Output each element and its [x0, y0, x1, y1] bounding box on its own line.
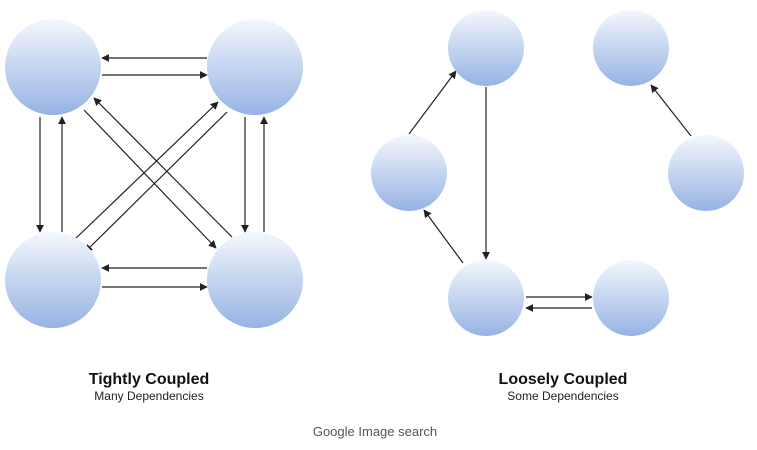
edge-tl-to-br: [83, 109, 217, 249]
loosely-coupled-diagram: Loosely Coupled Some Dependencies: [371, 10, 744, 403]
edge-tr-to-bl: [84, 111, 228, 253]
loose-title: Loosely Coupled: [499, 371, 628, 388]
loose-node-bottom: [448, 260, 524, 336]
tight-node-top-right: [207, 19, 303, 115]
loose-node-left: [371, 135, 447, 211]
tight-title: Tightly Coupled: [89, 371, 210, 388]
loose-node-top-right: [593, 10, 669, 86]
loose-edges: [408, 70, 692, 312]
edge-bottom-to-left: [423, 209, 464, 264]
tight-edges: [36, 54, 268, 291]
tight-node-top-left: [5, 19, 101, 115]
edge-right-to-topright: [650, 84, 692, 137]
loose-subtitle: Some Dependencies: [507, 389, 618, 403]
tight-subtitle: Many Dependencies: [94, 389, 203, 403]
edge-br-to-tl: [93, 97, 233, 238]
loose-node-top: [448, 10, 524, 86]
edge-left-to-top: [408, 70, 457, 135]
loose-node-bottom-right: [593, 260, 669, 336]
image-caption: Google Image search: [313, 424, 437, 439]
tightly-coupled-diagram: Tightly Coupled Many Dependencies: [5, 19, 303, 403]
tight-node-bottom-right: [207, 232, 303, 328]
tight-node-bottom-left: [5, 232, 101, 328]
edge-bl-to-tr: [73, 101, 219, 241]
loose-node-right: [668, 135, 744, 211]
